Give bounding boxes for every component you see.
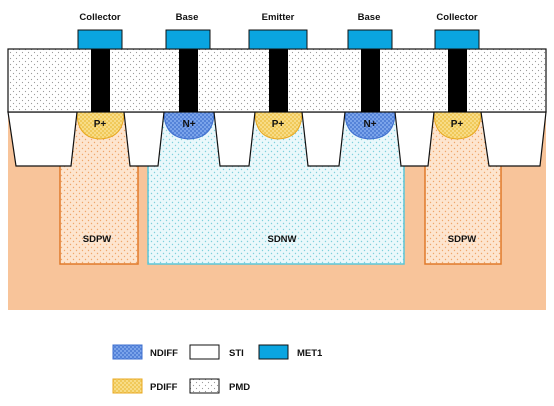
label-collector-left: Collector — [79, 12, 120, 23]
legend-ndiff-swatch — [112, 344, 143, 360]
sti-trench-5 — [394, 111, 435, 167]
legend-pdiff-swatch — [112, 378, 143, 394]
contact-collector-right — [448, 49, 467, 112]
legend-sti-swatch — [189, 344, 220, 360]
sti-trench-1 — [7, 111, 78, 167]
label-sdpw-left: SDPW — [83, 234, 112, 245]
label-ndiff-left: N+ — [182, 119, 195, 130]
ndiff-region-right — [344, 111, 396, 140]
sti-trench-2 — [123, 111, 165, 167]
label-collector-right: Collector — [436, 12, 477, 23]
label-base-left: Base — [176, 12, 199, 23]
legend-met1-swatch — [258, 344, 289, 360]
legend-ndiff-label: NDIFF — [150, 348, 178, 359]
sti-trench-3 — [213, 111, 256, 167]
contact-base-right — [361, 49, 380, 112]
legend-sti-label: STI — [229, 348, 244, 359]
label-emitter: Emitter — [262, 12, 295, 23]
label-pdiff-center: P+ — [272, 119, 285, 130]
legend-pmd-label: PMD — [229, 382, 250, 393]
contact-collector-left — [91, 49, 110, 112]
met1-pad-collector-right — [434, 29, 480, 50]
label-ndiff-right: N+ — [363, 119, 376, 130]
ndiff-region-left — [163, 111, 215, 140]
legend-met1-label: MET1 — [297, 348, 323, 359]
met1-pad-base-left — [165, 29, 211, 50]
pdiff-region-right — [433, 111, 482, 140]
met1-pad-emitter — [248, 29, 308, 50]
pdiff-region-left — [76, 111, 125, 140]
legend-pmd-swatch — [189, 378, 220, 394]
legend-pdiff-label: PDIFF — [150, 382, 178, 393]
label-sdnw: SDNW — [267, 234, 296, 245]
label-sdpw-right: SDPW — [448, 234, 477, 245]
sti-trench-6 — [480, 111, 547, 167]
met1-pad-base-right — [347, 29, 393, 50]
legend: NDIFF STI MET1 PDIFF PMD — [112, 344, 323, 394]
met1-pad-collector-left — [77, 29, 123, 50]
pdiff-region-center — [254, 111, 303, 140]
sti-trench-4 — [301, 111, 346, 167]
label-pdiff-left: P+ — [94, 119, 107, 130]
contact-base-left — [179, 49, 198, 112]
contact-emitter — [269, 49, 288, 112]
label-base-right: Base — [358, 12, 381, 23]
label-pdiff-right: P+ — [451, 119, 464, 130]
